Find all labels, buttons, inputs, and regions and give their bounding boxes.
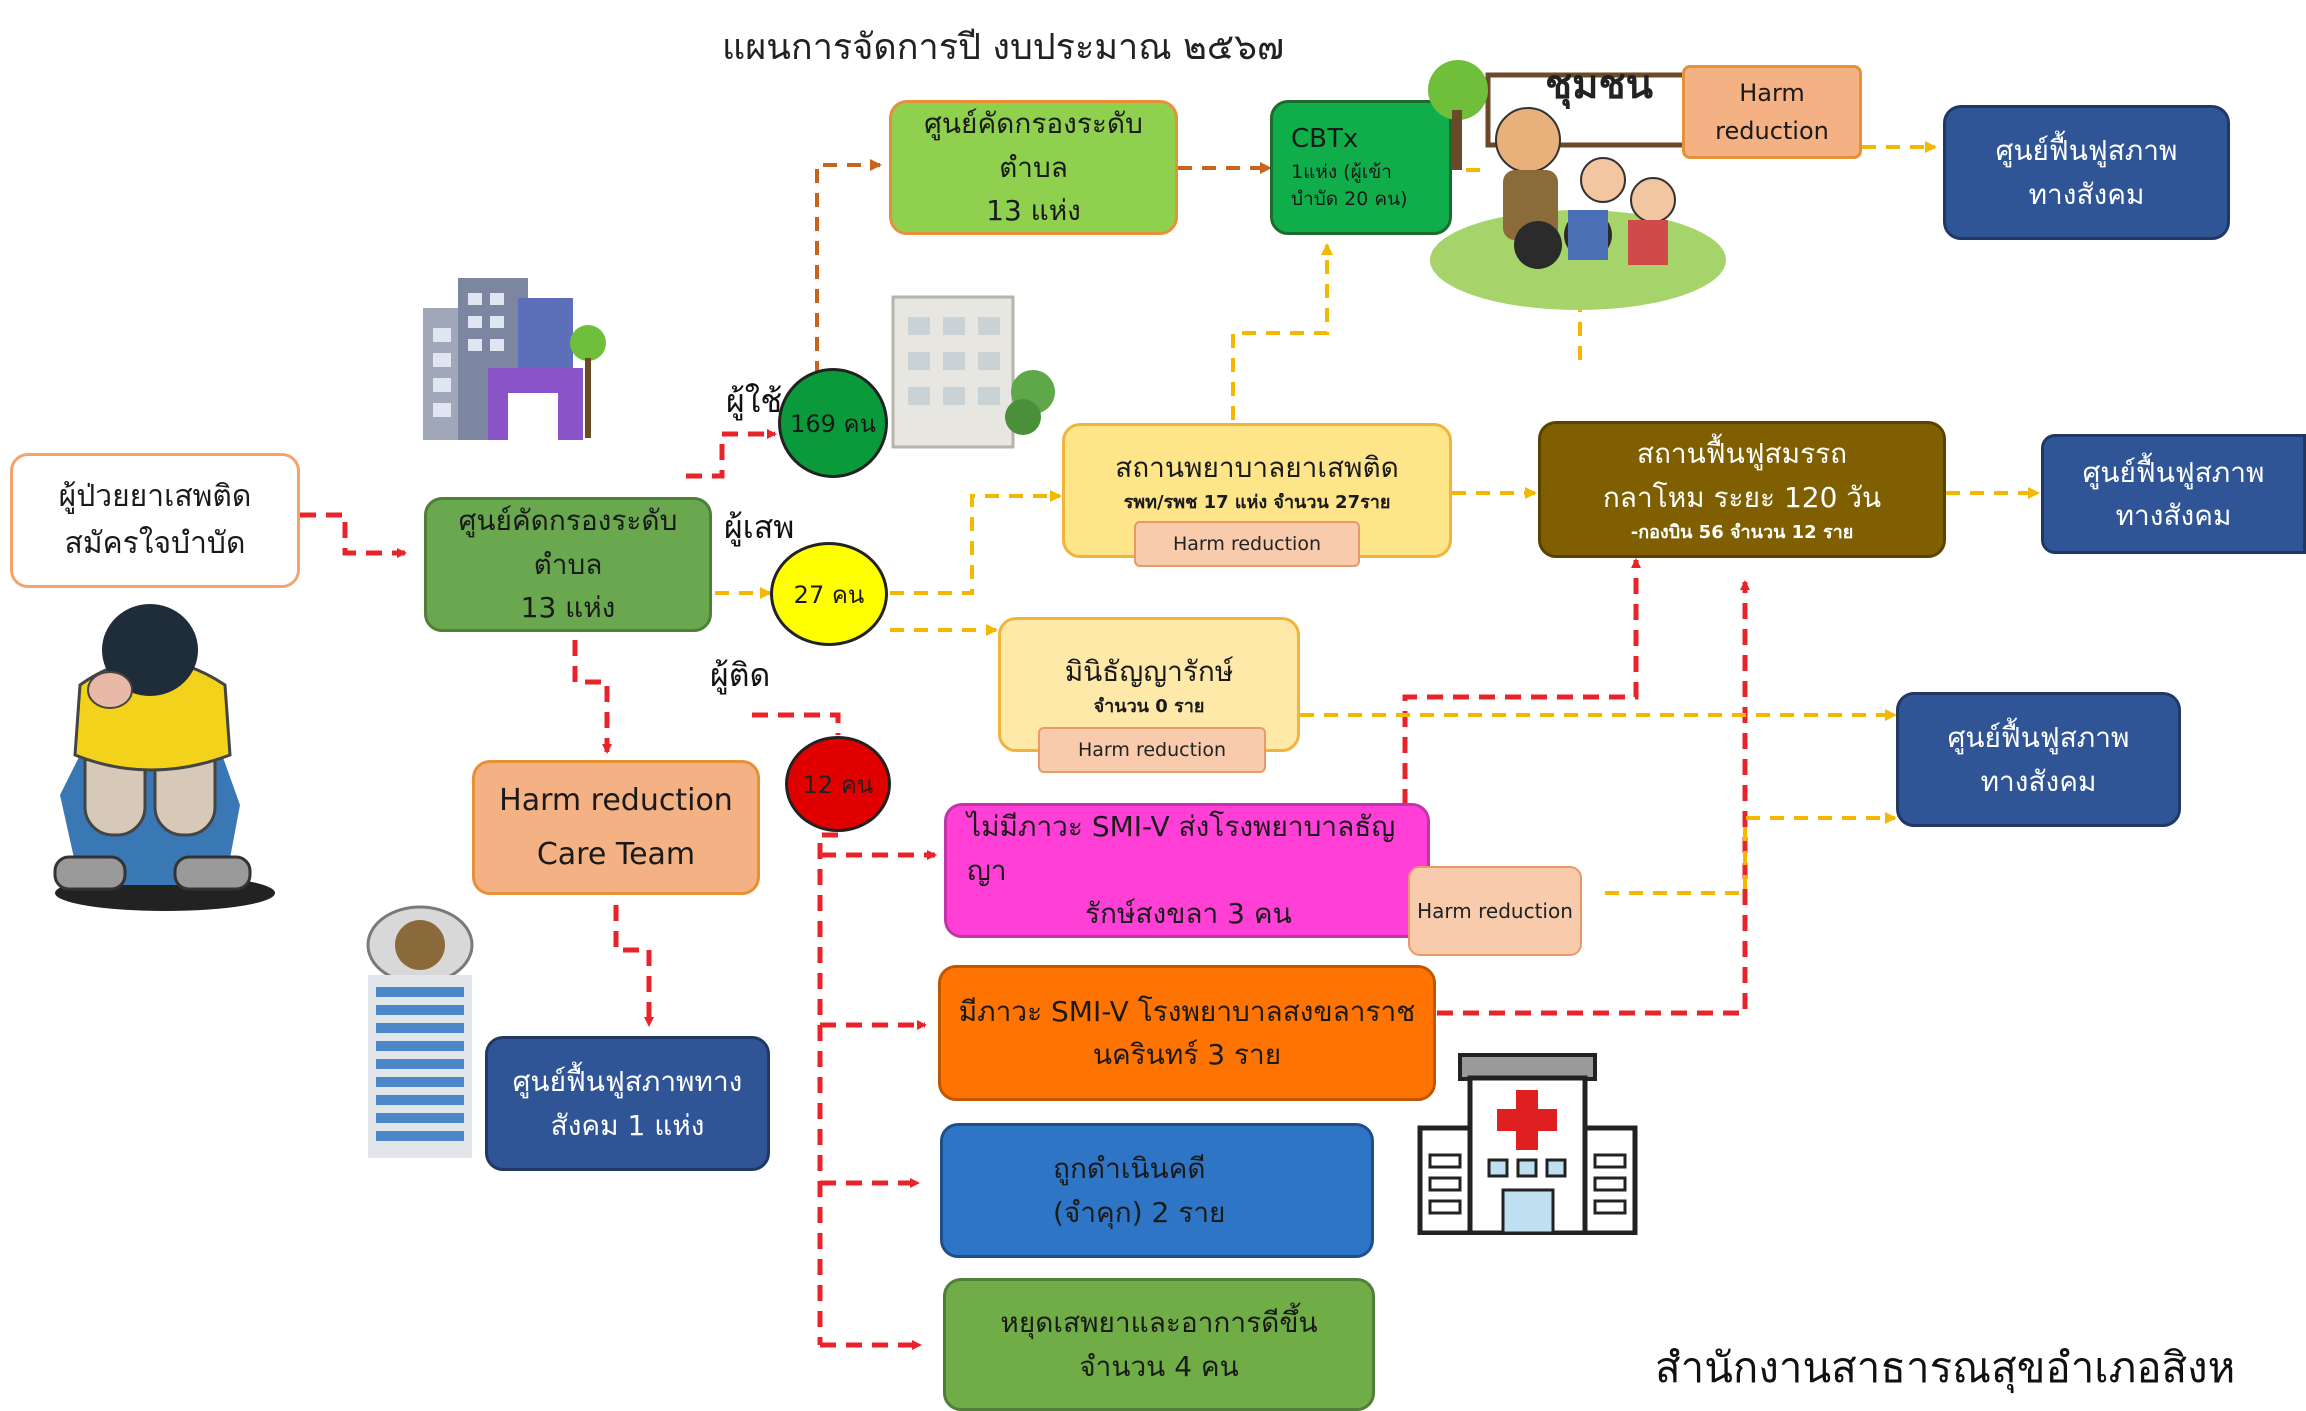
smiv-line1: มีภาวะ SMI-V โรงพยาบาลสงขลาราช bbox=[958, 994, 1416, 1028]
screening-center-box: ศูนย์คัดกรองระดับตำบล 13 แห่ง bbox=[424, 497, 712, 632]
harm-reduction-team-box: Harm reduction Care Team bbox=[472, 760, 760, 895]
patient-line1: ผู้ป่วยยาเสพติด bbox=[58, 479, 252, 514]
mini-thanyarak-line1: มินิธัญญารักษ์ bbox=[1064, 655, 1234, 688]
footer-office-name: สำนักงานสาธารณสุขอำเภอสิงห bbox=[1655, 1343, 2236, 1392]
drug-hospital-harm-tag: Harm reduction bbox=[1134, 521, 1360, 567]
prosecuted-box: ถูกดำเนินคดี (จำคุก) 2 ราย bbox=[940, 1123, 1374, 1258]
social-rehab-3-line2: ทางสังคม bbox=[1980, 764, 2097, 798]
community-illustration bbox=[1428, 60, 1726, 310]
category-addict-label: ผู้ติด bbox=[710, 656, 771, 694]
patient-box: ผู้ป่วยยาเสพติด สมัครใจบำบัด bbox=[10, 453, 300, 588]
mini-thanyarak-line2: จำนวน 0 ราย bbox=[1093, 696, 1205, 718]
prosecuted-line1: ถูกดำเนินคดี bbox=[1053, 1152, 1206, 1186]
page-title: แผนการจัดการปี งบประมาณ ๒๕๖๗ bbox=[722, 27, 1285, 68]
screening-center-line2: 13 แห่ง bbox=[520, 591, 616, 625]
no-smiv-box: ไม่มีภาวะ SMI-V ส่งโรงพยาบาลธัญญา รักษ์ส… bbox=[944, 803, 1430, 938]
social-rehab-box-2: ศูนย์ฟื้นฟูสภาพ ทางสังคม bbox=[2041, 434, 2306, 554]
sad-person-illustration bbox=[53, 604, 275, 911]
cbtx-box: CBTx 1แห่ง (ผู้เข้า บำบัด 20 คน) bbox=[1270, 100, 1452, 235]
cbtx-line1: CBTx bbox=[1291, 124, 1359, 155]
social-rehab-box-1: ศูนย์ฟื้นฟูสภาพ ทางสังคม bbox=[1943, 105, 2230, 240]
screening-center-top-line2: 13 แห่ง bbox=[986, 194, 1081, 228]
drug-hospital-line2: รพท/รพช 17 แห่ง จำนวน 27ราย bbox=[1123, 492, 1391, 514]
arrow-harm-to-social bbox=[1605, 812, 1897, 895]
rehab-center-line1: สถานฟื้นฟูสมรรถ bbox=[1636, 437, 1848, 471]
screening-center-line1: ศูนย์คัดกรองระดับตำบล bbox=[458, 504, 678, 581]
category-user-label: ผู้ใช้ bbox=[726, 382, 783, 420]
rehab-center-box: สถานฟื้นฟูสมรรถ กลาโหม ระยะ 120 วัน -กอง… bbox=[1538, 421, 1946, 558]
rehab-center-line3: -กองบิน 56 จำนวน 12 ราย bbox=[1630, 521, 1854, 543]
cbtx-line3: บำบัด 20 คน) bbox=[1291, 188, 1408, 211]
prosecuted-line2: (จำคุก) 2 ราย bbox=[1053, 1195, 1226, 1229]
rehab-center-line2: กลาโหม ระยะ 120 วัน bbox=[1602, 480, 1882, 514]
recovered-box: หยุดเสพยาและอาการดีขึ้น จำนวน 4 คน bbox=[943, 1278, 1375, 1411]
office-building-illustration bbox=[423, 278, 606, 440]
hospital-illustration bbox=[1417, 1053, 1638, 1235]
no-smiv-line1: ไม่มีภาวะ SMI-V ส่งโรงพยาบาลธัญญา bbox=[967, 810, 1396, 887]
abuser-count: 27 คน bbox=[793, 580, 865, 609]
category-abuser-label: ผู้เสพ bbox=[724, 508, 795, 546]
social-rehab-left-line2: สังคม 1 แห่ง bbox=[550, 1108, 705, 1142]
screening-center-top-line1: ศูนย์คัดกรองระดับตำบล bbox=[924, 107, 1143, 184]
social-rehab-1-line1: ศูนย์ฟื้นฟูสภาพ bbox=[1995, 134, 2178, 168]
addict-count: 12 คน bbox=[802, 770, 874, 799]
drug-hospital-line1: สถานพยาบาลยาเสพติด bbox=[1115, 451, 1399, 484]
arrow-user-to-screening-top bbox=[815, 159, 882, 375]
social-rehab-2-line2: ทางสังคม bbox=[2115, 499, 2232, 532]
social-rehab-left-line1: ศูนย์ฟื้นฟูสภาพทาง bbox=[512, 1065, 743, 1099]
no-smiv-harm-tag: Harm reduction bbox=[1408, 866, 1582, 956]
cbtx-line2: 1แห่ง (ผู้เข้า bbox=[1291, 160, 1392, 183]
tower-building-illustration bbox=[366, 905, 474, 1158]
smiv-line2: นครินทร์ 3 ราย bbox=[1092, 1038, 1282, 1071]
social-rehab-3-line1: ศูนย์ฟื้นฟูสภาพ bbox=[1947, 721, 2130, 755]
harm-team-line1: Harm reduction bbox=[499, 782, 733, 818]
user-count-circle: 169 คน bbox=[778, 368, 888, 478]
patient-line2: สมัครใจบำบัด bbox=[64, 525, 246, 561]
arrow-red-trunk bbox=[817, 832, 838, 1345]
hospital-building-illustration bbox=[891, 295, 1055, 449]
screening-center-top-box: ศูนย์คัดกรองระดับตำบล 13 แห่ง bbox=[889, 100, 1178, 235]
user-count: 169 คน bbox=[790, 409, 876, 438]
social-rehab-box-3: ศูนย์ฟื้นฟูสภาพ ทางสังคม bbox=[1896, 692, 2181, 827]
abuser-count-circle: 27 คน bbox=[770, 542, 888, 646]
arrow-harmteam-to-rehab bbox=[613, 905, 654, 1027]
community-sign-text: ชุมชน bbox=[1545, 62, 1654, 108]
harm-reduction-top-line2: reduction bbox=[1715, 117, 1829, 145]
harm-reduction-top-line1: Harm bbox=[1739, 78, 1805, 107]
arrow-screening-to-user bbox=[686, 429, 777, 479]
smiv-box: มีภาวะ SMI-V โรงพยาบาลสงขลาราช นครินทร์ … bbox=[938, 965, 1436, 1101]
social-rehab-left-box: ศูนย์ฟื้นฟูสภาพทาง สังคม 1 แห่ง bbox=[485, 1036, 770, 1171]
arrow-addict-line bbox=[752, 712, 841, 735]
recovered-line2: จำนวน 4 คน bbox=[1079, 1349, 1239, 1383]
arrow-abuser-to-hospital bbox=[890, 490, 1062, 595]
recovered-line1: หยุดเสพยาและอาการดีขึ้น bbox=[1000, 1306, 1318, 1340]
arrow-no-smiv-to-rehab bbox=[1402, 558, 1641, 805]
mini-thanyarak-harm-tag: Harm reduction bbox=[1038, 727, 1266, 773]
no-smiv-line2: รักษ์สงขลา 3 คน bbox=[1085, 897, 1292, 931]
arrow-hospital-to-cbtx bbox=[1231, 243, 1333, 420]
arrow-screening-to-harmteam bbox=[572, 640, 612, 754]
harm-team-line2: Care Team bbox=[536, 836, 696, 872]
addict-count-circle: 12 คน bbox=[785, 736, 891, 832]
arrow-patient-to-screening bbox=[300, 512, 407, 558]
social-rehab-2-line1: ศูนย์ฟื้นฟูสภาพ bbox=[2082, 455, 2265, 489]
harm-reduction-top-tag: Harm reduction bbox=[1682, 65, 1862, 159]
social-rehab-1-line2: ทางสังคม bbox=[2028, 177, 2145, 211]
